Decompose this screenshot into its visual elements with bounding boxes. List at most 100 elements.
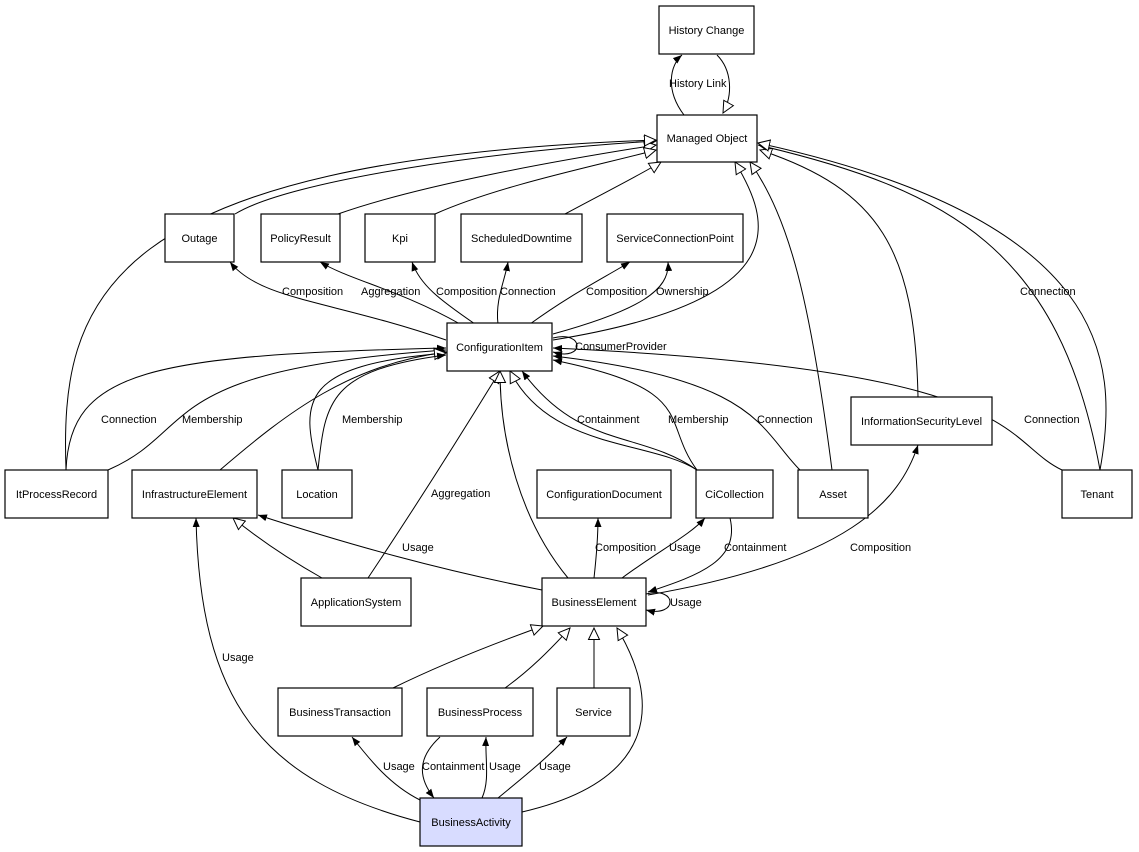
node-ci-collection[interactable]: CiCollection (695, 469, 774, 519)
edge-ba-be (521, 627, 643, 813)
edge-asset-inherits (749, 161, 833, 471)
label-ba-bp-containment: Containment (422, 761, 484, 773)
label-ci-consumer-provider: ConsumerProvider (575, 341, 667, 353)
edge-location-ci (309, 347, 448, 471)
edge-cicoll-be-containment (647, 517, 732, 593)
edge-ci-scp-ownership (552, 261, 673, 335)
node-asset[interactable]: Asset (797, 469, 869, 519)
edge-isl-inherits (758, 147, 919, 398)
label-cicoll-be-containment: Containment (724, 542, 786, 554)
node-history-change[interactable]: History Change (658, 5, 755, 55)
node-label: ApplicationSystem (311, 597, 402, 609)
label-itp-connection: Connection (101, 414, 157, 426)
node-service[interactable]: Service (556, 687, 631, 737)
edge-ci-scp-composition (529, 261, 631, 325)
node-label: BusinessActivity (431, 817, 511, 829)
node-information-security-level[interactable]: InformationSecurityLevel (850, 396, 993, 446)
edge-ba-infra-usage (192, 517, 421, 823)
edge-mo-history-link (670, 54, 685, 116)
node-label: ItProcessRecord (16, 489, 97, 501)
edge-bp-be (504, 627, 571, 689)
label-cicoll-containment: Containment (577, 414, 639, 426)
label-tenant-ci-connection: Connection (1024, 414, 1080, 426)
node-label: ScheduledDowntime (471, 233, 572, 245)
label-scp-composition: Composition (586, 286, 647, 298)
edge-itp-ci-membership (107, 347, 447, 471)
edge-ba-bp-containment (422, 736, 441, 799)
node-label: BusinessProcess (438, 707, 523, 719)
label-location-membership: Membership (342, 414, 403, 426)
edge-ci-kpi (411, 261, 476, 325)
label-ba-bt-usage: Usage (383, 761, 415, 773)
edge-ba-service-usage (497, 736, 568, 799)
node-configuration-item[interactable]: ConfigurationItem (446, 322, 553, 372)
edge-ba-bp-usage (481, 736, 490, 799)
edge-ci-outage (229, 261, 447, 341)
edge-cicoll-ci-membership (552, 358, 698, 471)
node-service-connection-point[interactable]: ServiceConnectionPoint (606, 213, 744, 263)
label-cicoll-membership: Membership (668, 414, 729, 426)
node-scheduled-downtime[interactable]: ScheduledDowntime (460, 213, 583, 263)
node-policy-result[interactable]: PolicyResult (260, 213, 341, 263)
node-business-activity[interactable]: BusinessActivity (419, 797, 523, 847)
edge-location-ci-membership (317, 352, 447, 471)
node-business-transaction[interactable]: BusinessTransaction (277, 687, 403, 737)
label-ba-service-usage: Usage (539, 761, 571, 773)
node-label: CiCollection (705, 489, 764, 501)
edge-app-ci (367, 370, 501, 579)
node-label: PolicyResult (270, 233, 331, 245)
label-be-cicoll-usage: Usage (669, 542, 701, 554)
label-be-doc-composition: Composition (595, 542, 656, 554)
edge-be-doc (593, 517, 602, 579)
node-business-process[interactable]: BusinessProcess (426, 687, 534, 737)
label-outage-composition: Composition (282, 286, 343, 298)
node-infrastructure-element[interactable]: InfrastructureElement (131, 469, 258, 519)
edge-labels: History Link Composition Aggregation Com… (101, 78, 1080, 773)
label-be-self-usage: Usage (670, 597, 702, 609)
node-configuration-document[interactable]: ConfigurationDocument (536, 469, 672, 519)
edge-be-ci (493, 369, 569, 579)
edge-be-self (645, 592, 671, 616)
label-kpi-composition: Composition (436, 286, 497, 298)
edge-bt-be (392, 624, 545, 689)
node-outage[interactable]: Outage (164, 213, 235, 263)
edge-cicoll-ci-b (521, 370, 698, 471)
node-tenant[interactable]: Tenant (1061, 469, 1133, 519)
edge-downtime-inherits (564, 161, 662, 215)
edge-ci-downtime (496, 261, 510, 325)
label-history-link: History Link (669, 78, 727, 90)
node-label: ConfigurationItem (456, 342, 543, 354)
edge-ci-inherits (552, 161, 759, 341)
edge-kpi-inherits (434, 147, 658, 215)
edge-ba-bt-usage (351, 736, 421, 801)
edge-tenant-mo-connection (757, 143, 1101, 471)
edge-infra-ci (219, 347, 448, 471)
edge-app-infra (232, 517, 323, 579)
node-label: History Change (669, 25, 745, 37)
node-application-system[interactable]: ApplicationSystem (300, 577, 412, 627)
edge-be-isl (647, 444, 919, 596)
label-tenant-mo-connection: Connection (1020, 286, 1076, 298)
node-location[interactable]: Location (281, 469, 353, 519)
edge-tenant-inherits (756, 139, 1107, 471)
node-it-process-record[interactable]: ItProcessRecord (4, 469, 109, 519)
node-managed-object[interactable]: Managed Object (656, 114, 758, 163)
node-label: Outage (181, 233, 217, 245)
node-business-element[interactable]: BusinessElement (541, 577, 647, 627)
label-itp-membership: Membership (182, 414, 243, 426)
node-label: Location (296, 489, 338, 501)
label-app-aggregation: Aggregation (431, 488, 490, 500)
node-label: Service (575, 707, 612, 719)
node-kpi[interactable]: Kpi (364, 213, 436, 263)
edge-cicoll-ci-a (509, 369, 698, 471)
node-label: Kpi (392, 233, 408, 245)
nodes: History Change Managed Object Outage Pol… (4, 5, 1133, 847)
label-policy-aggregation: Aggregation (361, 286, 420, 298)
edge-outage-inherits (234, 135, 658, 215)
label-be-infra-usage: Usage (402, 542, 434, 554)
label-asset-connection: Connection (757, 414, 813, 426)
node-label: InformationSecurityLevel (861, 416, 982, 428)
edge-asset-ci (552, 353, 801, 471)
node-label: ConfigurationDocument (546, 489, 662, 501)
